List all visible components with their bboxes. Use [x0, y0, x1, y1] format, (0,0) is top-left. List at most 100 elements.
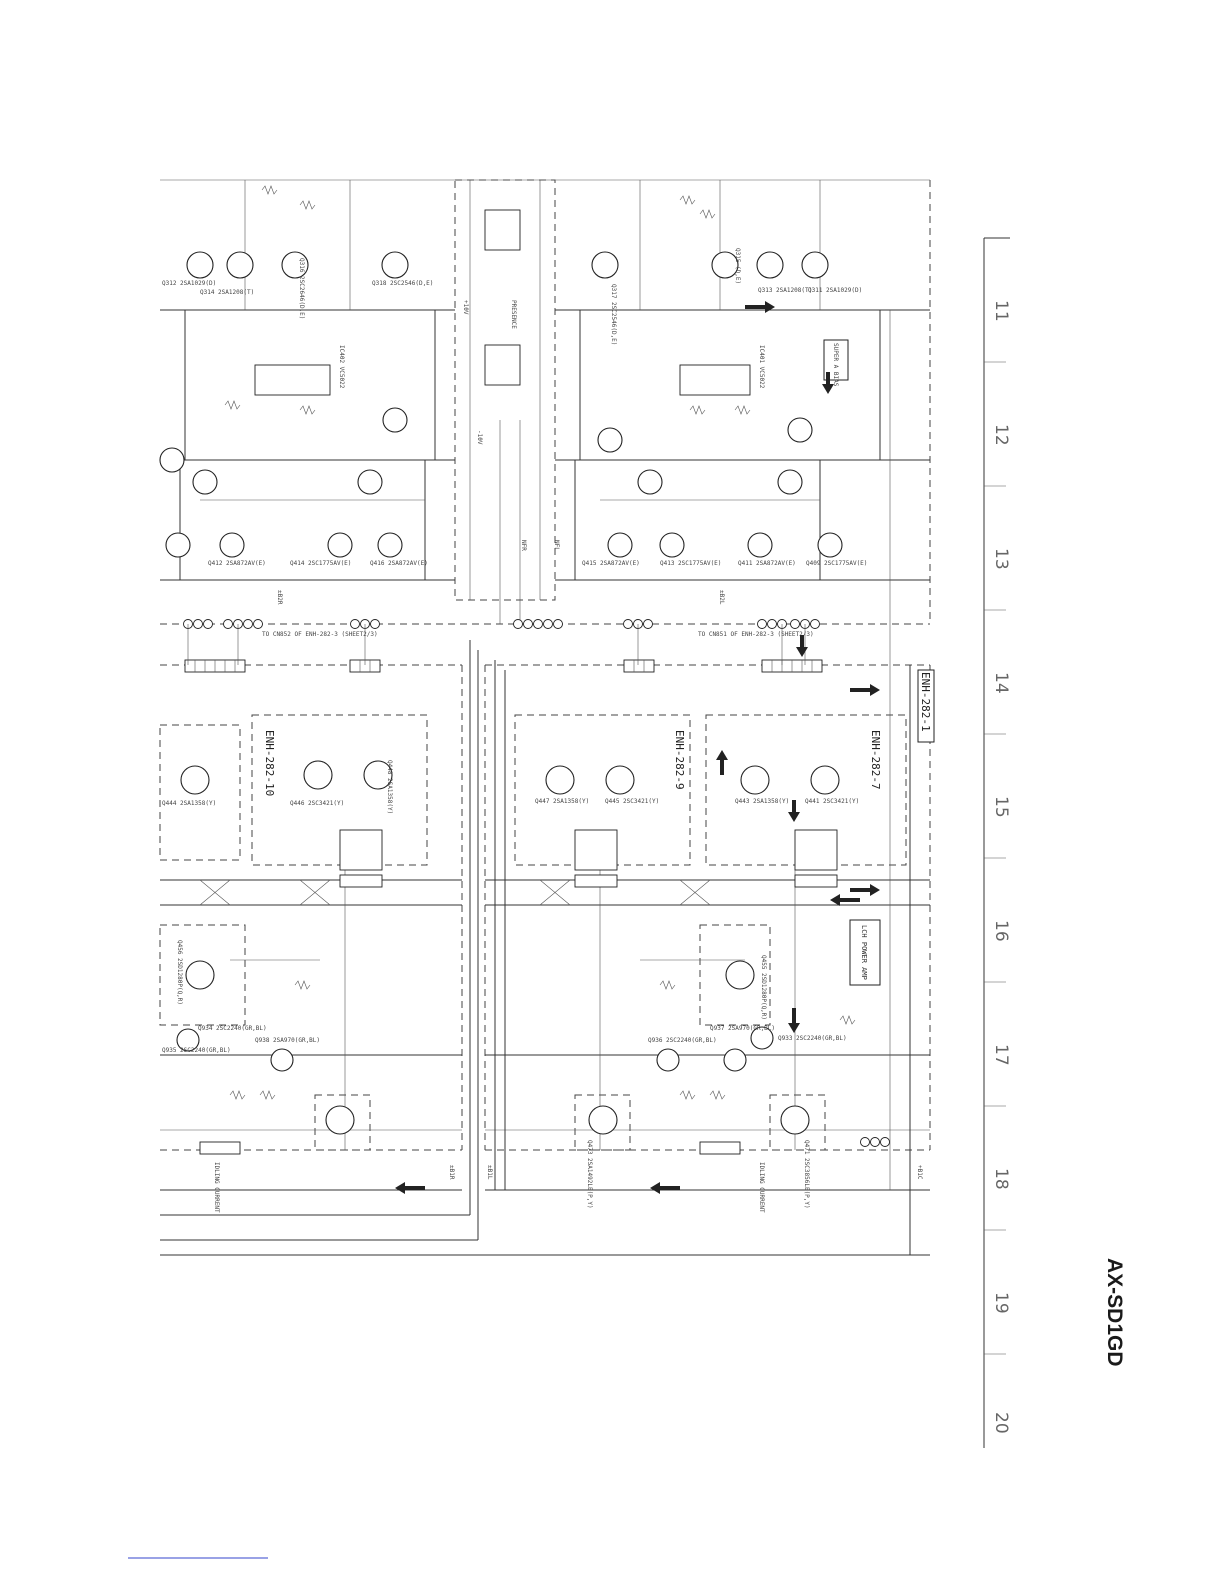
label-q317: Q317 2SC2546(D,E) — [610, 284, 617, 345]
label-q413: Q413 2SC1775AV(E) — [660, 560, 721, 567]
label-q314: Q314 2SA1208(T) — [200, 289, 254, 296]
label-b2r: ±B2R — [276, 590, 283, 605]
grid-number-11: 11 — [991, 300, 1011, 322]
signal-flow-arrows — [395, 301, 880, 1194]
label-q316: Q316 2SC2646(D,E) — [298, 258, 305, 319]
label-q934: Q935 2SC2240(GR,BL) — [162, 1047, 231, 1054]
transistor-q446 — [303, 760, 333, 790]
label-q411: Q411 2SA872AV(E) — [738, 560, 796, 567]
grid-number-18: 18 — [991, 1168, 1011, 1190]
block-label-lch-power-amp: LCH POWER AMP — [860, 925, 868, 980]
transistor-q473-left — [325, 1105, 355, 1135]
transistor-labels-top: Q312 2SA1029(D) Q314 2SA1208(T) Q316 2SC… — [162, 248, 867, 567]
transistor-q411 — [747, 532, 773, 558]
transistor-q312 — [186, 251, 214, 279]
label-q936: Q934 2SC2240(GR,BL) — [198, 1025, 267, 1032]
model-number: AX-SD1GD — [1103, 1258, 1126, 1367]
transistor-q311 — [801, 251, 829, 279]
label-presence: PRESENCE — [510, 300, 517, 329]
transistor-q407 — [637, 469, 663, 495]
cross-ref-cn851: TO CN851 OF ENH-282-3 (SHEET2/3) — [698, 631, 814, 638]
transistor-q316 — [281, 251, 309, 279]
label-idling-current-right: IDLING CURRENT — [758, 1162, 765, 1213]
transistor-q315 — [711, 251, 739, 279]
transistor-q415 — [607, 532, 633, 558]
label-q416: Q416 2SA872AV(E) — [370, 560, 428, 567]
label-q937: Q936 2SC2240(GR,BL) — [648, 1037, 717, 1044]
transistors-top — [159, 251, 843, 558]
label-q315: Q315 (D,E) — [734, 248, 741, 284]
transistor-q443 — [740, 765, 770, 795]
transistor-q445 — [605, 765, 635, 795]
transistor-q938 — [270, 1048, 294, 1072]
grid-numbers: 11 12 13 14 15 16 17 18 19 20 — [991, 300, 1011, 1434]
label-q473: Q473 2SA1492LE(P,Y) — [586, 1140, 593, 1209]
label-q933: Q933 2SC2240(GR,BL) — [778, 1035, 847, 1042]
board-label-enh-282-10: ENH-282-10 — [263, 730, 276, 796]
connectors-row-14: TO CN852 OF ENH-282-3 (SHEET2/3) TO CN85… — [183, 619, 823, 673]
label-q445: Q445 2SC3421(Y) — [605, 798, 659, 805]
grid-number-14: 14 — [991, 672, 1011, 694]
label-b1l: ±B1L — [486, 1165, 493, 1180]
transistor-q412 — [219, 532, 245, 558]
transistor-q447 — [545, 765, 575, 795]
transistor-q409 — [817, 532, 843, 558]
label-q312: Q312 2SA1029(D) — [162, 280, 216, 287]
board-label-enh-282-9: ENH-282-9 — [673, 730, 686, 790]
label-q456: Q456 2SD1280P(Q,R) — [176, 940, 183, 1005]
transistor-q456 — [185, 960, 215, 990]
transistor-q410 — [165, 532, 191, 558]
label-minus-10v: -10V — [476, 430, 483, 445]
transistor-q318 — [381, 251, 409, 279]
transistor-q473 — [588, 1105, 618, 1135]
transistor-q313 — [756, 251, 784, 279]
label-q412: Q412 2SA872AV(E) — [208, 560, 266, 567]
label-q471: Q471 2SC3856LE(P,Y) — [803, 1140, 810, 1209]
ic-label-ic402: IC402 VC5022 — [338, 345, 345, 389]
label-q455: Q455 2SD1280P(Q,R) — [760, 955, 767, 1020]
transistor-q406 — [192, 469, 218, 495]
label-q409: Q409 2SC1775AV(E) — [806, 560, 867, 567]
transistor-q413 — [659, 532, 685, 558]
label-q313: Q313 2SA1208(T) — [758, 287, 812, 294]
transistor-q444 — [180, 765, 210, 795]
label-q938: Q938 2SA970(GR,BL) — [255, 1037, 320, 1044]
grid-number-12: 12 — [991, 424, 1011, 446]
transistor-q401 — [787, 417, 813, 443]
label-b1r: ±B1R — [448, 1165, 455, 1180]
board-label-enh-282-7: ENH-282-7 — [869, 730, 882, 790]
transistor-q314 — [226, 251, 254, 279]
label-q446: Q446 2SC3421(Y) — [290, 800, 344, 807]
transistor-q317 — [591, 251, 619, 279]
label-q935: Q937 2SA970(GR,BL) — [710, 1025, 775, 1032]
transistor-q403 — [597, 427, 623, 453]
transistor-q404 — [382, 407, 408, 433]
transistors-lower — [176, 760, 840, 1135]
grid-number-16: 16 — [991, 920, 1011, 942]
transistor-q408 — [357, 469, 383, 495]
label-idling-current-left: IDLING CURRENT — [213, 1162, 220, 1213]
grid-number-15: 15 — [991, 796, 1011, 818]
grid-number-17: 17 — [991, 1044, 1011, 1066]
transistor-q405 — [777, 469, 803, 495]
transistor-q471 — [780, 1105, 810, 1135]
label-q444: Q444 2SA1358(Y) — [162, 800, 216, 807]
grid-number-20: 20 — [991, 1412, 1011, 1434]
transistor-q937 — [656, 1048, 680, 1072]
wiring-lower — [160, 310, 930, 1256]
component-marks — [224, 185, 856, 1100]
transistor-q441 — [810, 765, 840, 795]
board-label-enh-282-1: ENH-282-1 — [919, 672, 932, 732]
label-q414: Q414 2SC1775AV(E) — [290, 560, 351, 567]
label-nfr: NFR — [520, 540, 527, 551]
label-nfl: NFL — [553, 540, 560, 551]
label-plus-10v: +10V — [462, 300, 469, 315]
label-q415: Q415 2SA872AV(E) — [582, 560, 640, 567]
cross-ref-cn852: TO CN852 OF ENH-282-3 (SHEET2/3) — [262, 631, 378, 638]
label-q441: Q441 2SC3421(Y) — [805, 798, 859, 805]
misc-labels-top: PRESENCE NFR NFL +10V -10V — [462, 300, 560, 551]
ic-label-ic401: IC401 VC5022 — [758, 345, 765, 389]
label-q448: Q448 2SA1358(Y) — [386, 760, 393, 814]
transistor-q455 — [725, 960, 755, 990]
misc-labels-lower: IDLING CURRENT IDLING CURRENT ±B1R ±B1L … — [213, 590, 923, 1213]
